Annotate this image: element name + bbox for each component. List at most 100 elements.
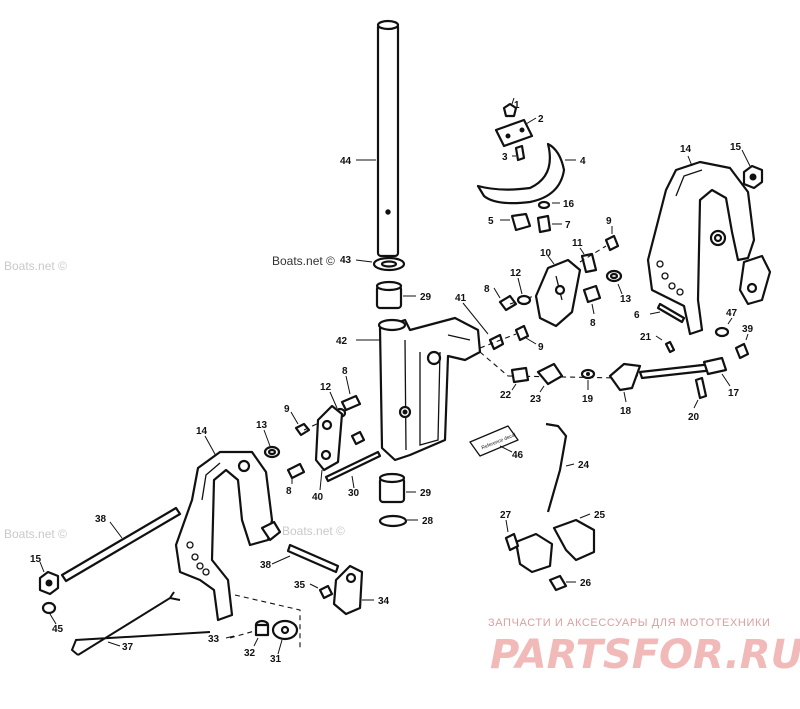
callout-44: 44 — [340, 156, 352, 167]
callout-17: 17 — [728, 388, 740, 399]
watermark: Boats.net © — [272, 254, 335, 268]
part-8-bolt-center — [493, 287, 541, 312]
callout-13-left: 13 — [256, 420, 268, 431]
part-8-bolt-left — [340, 375, 362, 412]
callout-27: 27 — [500, 510, 512, 521]
callout-4: 4 — [580, 156, 586, 167]
callout-14-right: 14 — [680, 144, 692, 155]
callout-45: 45 — [52, 624, 64, 635]
callout-24: 24 — [578, 460, 590, 471]
part-2-plate — [494, 117, 537, 148]
callout-39: 39 — [742, 324, 754, 335]
callout-12-center: 12 — [510, 268, 522, 279]
part-43-washer — [355, 256, 406, 272]
callout-38-right: 38 — [260, 560, 272, 571]
callout-16: 16 — [563, 199, 575, 210]
callout-20: 20 — [688, 412, 700, 423]
callout-34: 34 — [378, 596, 390, 607]
part-29-bushing-upper — [375, 280, 416, 310]
callout-25: 25 — [594, 510, 606, 521]
part-13-washer-left — [263, 429, 281, 459]
callout-12-left: 12 — [320, 382, 332, 393]
part-6-screw — [649, 302, 686, 324]
part-34-tilt-link — [332, 564, 374, 616]
part-9-nut-left-b — [350, 430, 366, 446]
callout-32: 32 — [244, 648, 256, 659]
callout-33: 33 — [208, 634, 220, 645]
callout-5: 5 — [488, 216, 494, 227]
part-10-link-right — [534, 255, 582, 328]
part-8-bolt-left-lower — [286, 462, 306, 484]
part-5-knob — [500, 212, 532, 232]
part-9-nut-upper — [579, 226, 620, 263]
part-47-washer — [714, 317, 733, 338]
callout-8-right: 8 — [590, 318, 596, 329]
part-22-bushing — [510, 366, 530, 391]
callout-9-center: 9 — [538, 342, 544, 353]
part-13-washer-right — [605, 269, 623, 295]
callout-8-center: 8 — [484, 284, 490, 295]
callout-29-upper: 29 — [420, 292, 432, 303]
part-16-washer-top — [537, 200, 560, 210]
part-29-bushing-lower — [378, 472, 416, 504]
callout-43: 43 — [340, 255, 352, 266]
part-11-pin — [579, 247, 598, 274]
part-45-cap — [41, 601, 57, 625]
brand-block: ЗАПЧАСТИ И АКСЕССУАРЫ ДЛЯ МОТОТЕХНИКИ PA… — [488, 617, 800, 678]
callout-8-left: 8 — [342, 366, 348, 377]
callout-23: 23 — [530, 394, 542, 405]
callout-38-left: 38 — [95, 514, 107, 525]
part-33-pin — [225, 629, 259, 639]
part-3-screw — [512, 144, 526, 162]
callout-2: 2 — [538, 114, 544, 125]
part-4-friction-shoe — [476, 142, 576, 205]
part-26-nut — [548, 574, 576, 592]
part-28-washer — [378, 514, 418, 528]
part-18-lever — [608, 362, 642, 403]
part-8-bolt-right — [582, 284, 602, 315]
callout-14-left: 14 — [196, 426, 208, 437]
callout-37: 37 — [122, 642, 134, 653]
part-37-tilt-rod — [70, 591, 211, 656]
part-20-pin — [693, 376, 708, 409]
part-35-screw — [309, 583, 334, 600]
callout-22: 22 — [500, 390, 512, 401]
part-19-washer — [580, 368, 596, 390]
brand-tagline: ЗАПЧАСТИ И АКСЕССУАРЫ ДЛЯ МОТОТЕХНИКИ — [488, 617, 770, 629]
part-15-nut-right — [741, 149, 764, 190]
brand-logo: PARTSFOR.RU — [490, 632, 800, 678]
part-38-threaded-stud — [271, 543, 340, 574]
part-23-clip — [536, 362, 564, 393]
callout-46: 46 — [512, 450, 524, 461]
callout-11: 11 — [572, 238, 583, 249]
part-9-nut-center — [479, 324, 537, 349]
assembly-axis — [234, 594, 301, 650]
callout-15-left: 15 — [30, 554, 42, 565]
part-27-screw — [504, 519, 520, 552]
callout-40: 40 — [312, 492, 324, 503]
callout-21: 21 — [640, 332, 652, 343]
callout-18: 18 — [620, 406, 632, 417]
callout-30: 30 — [348, 488, 360, 499]
part-39-nut — [734, 333, 750, 360]
part-1-nut — [502, 97, 518, 118]
part-14-clamp-bracket-left — [174, 435, 282, 622]
callout-15-right: 15 — [730, 142, 742, 153]
part-14-clamp-bracket-right — [646, 155, 772, 336]
callout-3: 3 — [502, 152, 508, 163]
part-12-spacer-center — [516, 277, 532, 306]
callout-29-lower: 29 — [420, 488, 432, 499]
callout-28: 28 — [422, 516, 434, 527]
callout-19: 19 — [582, 394, 594, 405]
callout-35: 35 — [294, 580, 306, 591]
watermark: Boats.net © — [4, 527, 67, 541]
callout-42: 42 — [336, 336, 348, 347]
callout-9-upper: 9 — [606, 216, 612, 227]
callout-6: 6 — [634, 310, 640, 321]
part-25-clamp — [514, 513, 596, 574]
callout-9-left: 9 — [284, 404, 290, 415]
part-24-rod — [545, 422, 575, 513]
part-42-swivel-bracket — [356, 316, 482, 462]
